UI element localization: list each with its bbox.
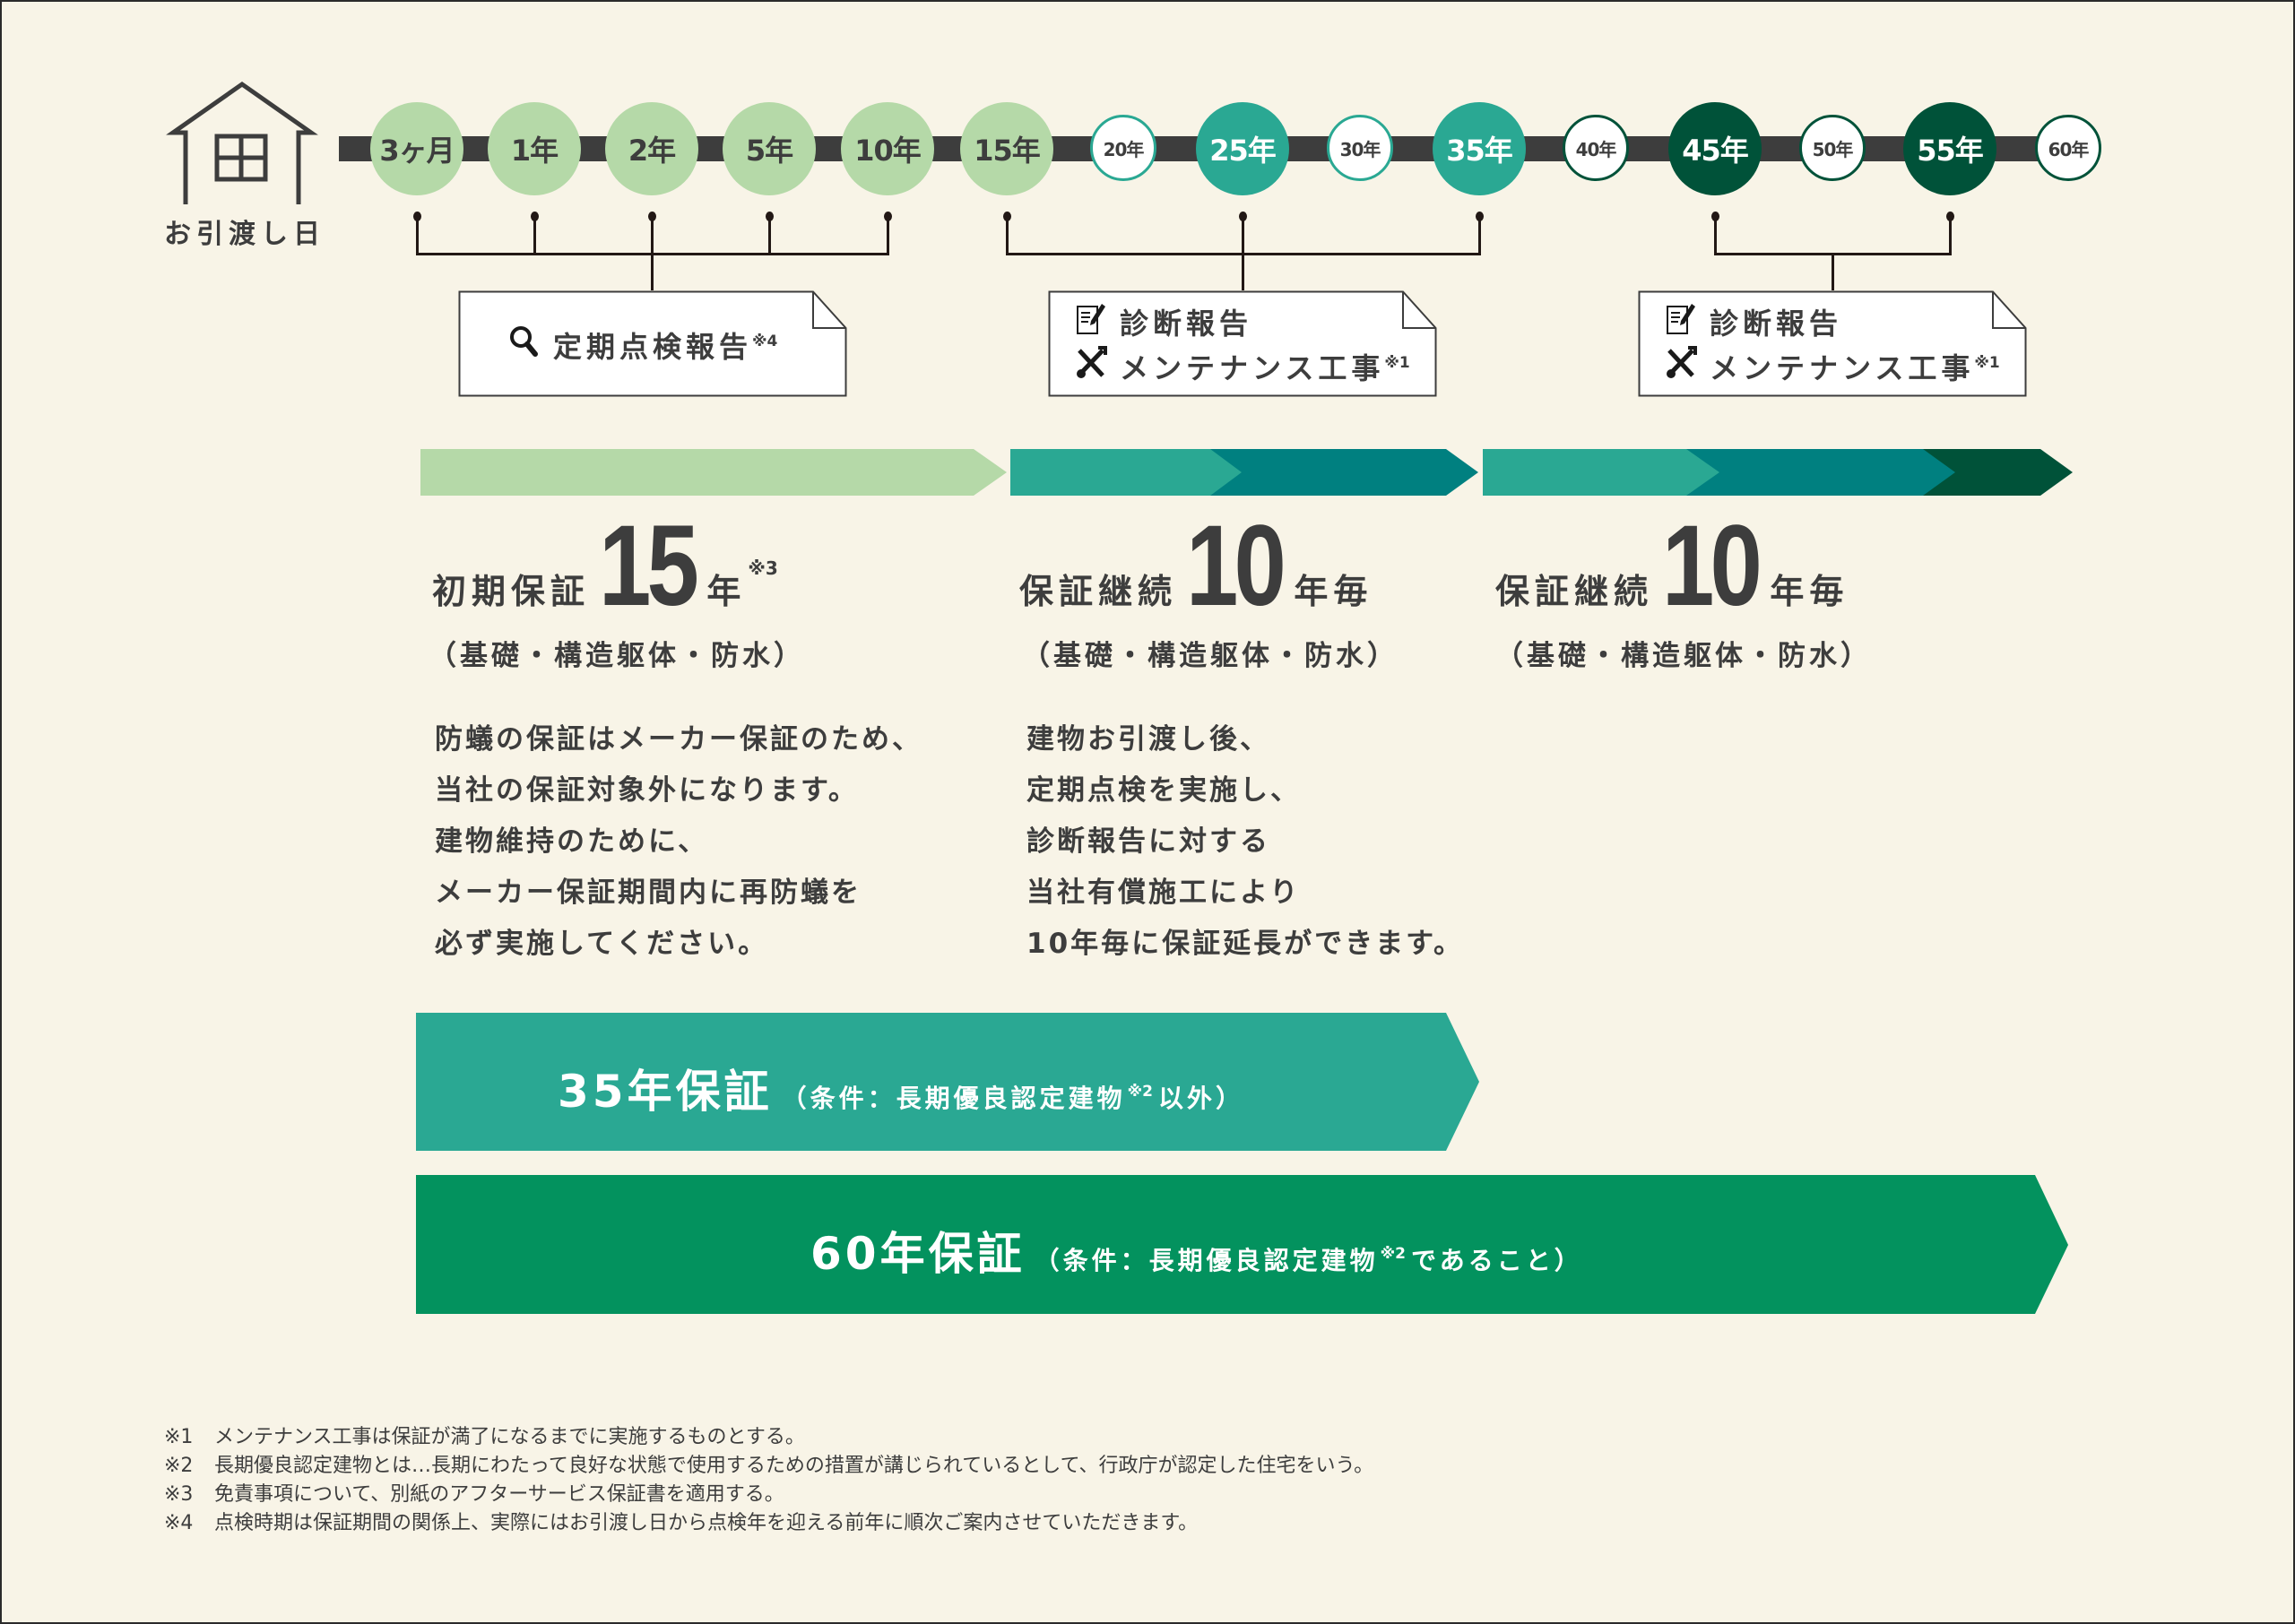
timeline-node-50-years: 50年: [1799, 115, 1866, 181]
extension-warranty-scope-2: （基礎・構造躯体・防水）: [1495, 640, 1872, 672]
timeline-node-15-years: 15年: [960, 102, 1053, 195]
report-icon: [1075, 304, 1107, 339]
timeline-node-3-months: 3ヶ月: [370, 102, 463, 195]
timeline-node-10-years: 10年: [841, 102, 934, 195]
initial-warranty-description: 防蟻の保証はメーカー保証のため、 当社の保証対象外になります。 建物維持のために…: [435, 723, 922, 960]
timeline-node-35-years: 35年: [1433, 102, 1526, 195]
warranty-years: 10: [1662, 502, 1762, 630]
note-text: メンテナンス工事: [1710, 351, 1975, 385]
magnifier-icon: [508, 326, 541, 362]
note-diagnosis-maintenance-1: 診断報告 メンテナンス工事※1: [1048, 290, 1437, 397]
note-periodic-inspection: 定期点検報告※4: [458, 290, 847, 397]
note-text: 診断報告: [1710, 307, 1843, 341]
timeline-node-60-years: 60年: [2035, 115, 2101, 181]
timeline-node-40-years: 40年: [1563, 115, 1629, 181]
extension-arrow-1: [1010, 449, 1478, 496]
timeline-node-5-years: 5年: [723, 102, 816, 195]
extension-warranty-heading-2: 保証継続 10 年毎: [1495, 502, 1849, 630]
timeline-node-30-years: 30年: [1327, 115, 1393, 181]
note-text: 診断報告: [1120, 307, 1253, 341]
initial-warranty-heading: 初期保証 15 年 ※3: [432, 502, 778, 630]
house-icon: [166, 81, 318, 204]
extension-warranty-heading-1: 保証継続 10 年毎: [1019, 502, 1373, 630]
note-text: メンテナンス工事: [1120, 351, 1385, 385]
tools-icon: [1075, 346, 1107, 384]
timeline-node-1-year: 1年: [488, 102, 581, 195]
tools-icon: [1665, 346, 1697, 384]
warranty-years: 15: [599, 502, 699, 630]
timeline-node-2-years: 2年: [605, 102, 698, 195]
timeline-node-20-years: 20年: [1090, 115, 1156, 181]
note-diagnosis-maintenance-2: 診断報告 メンテナンス工事※1: [1638, 290, 2027, 397]
note-text: 定期点検報告: [553, 330, 753, 364]
timeline-node-25-years: 25年: [1196, 102, 1289, 195]
extension-arrow-2: [1483, 449, 2073, 496]
extension-warranty-scope-1: （基礎・構造躯体・防水）: [1022, 640, 1399, 672]
initial-warranty-scope: （基礎・構造躯体・防水）: [429, 640, 805, 672]
extension-warranty-description: 建物お引渡し後、 定期点検を実施し、 診断報告に対する 当社有償施工により 10…: [1026, 723, 1465, 960]
timeline-node-45-years: 45年: [1668, 102, 1762, 195]
initial-warranty-arrow: [420, 449, 1007, 496]
report-icon: [1665, 304, 1697, 339]
handover-day-label: お引渡し日: [164, 219, 325, 250]
timeline-node-55-years: 55年: [1903, 102, 1996, 195]
warranty-years: 10: [1186, 502, 1286, 630]
